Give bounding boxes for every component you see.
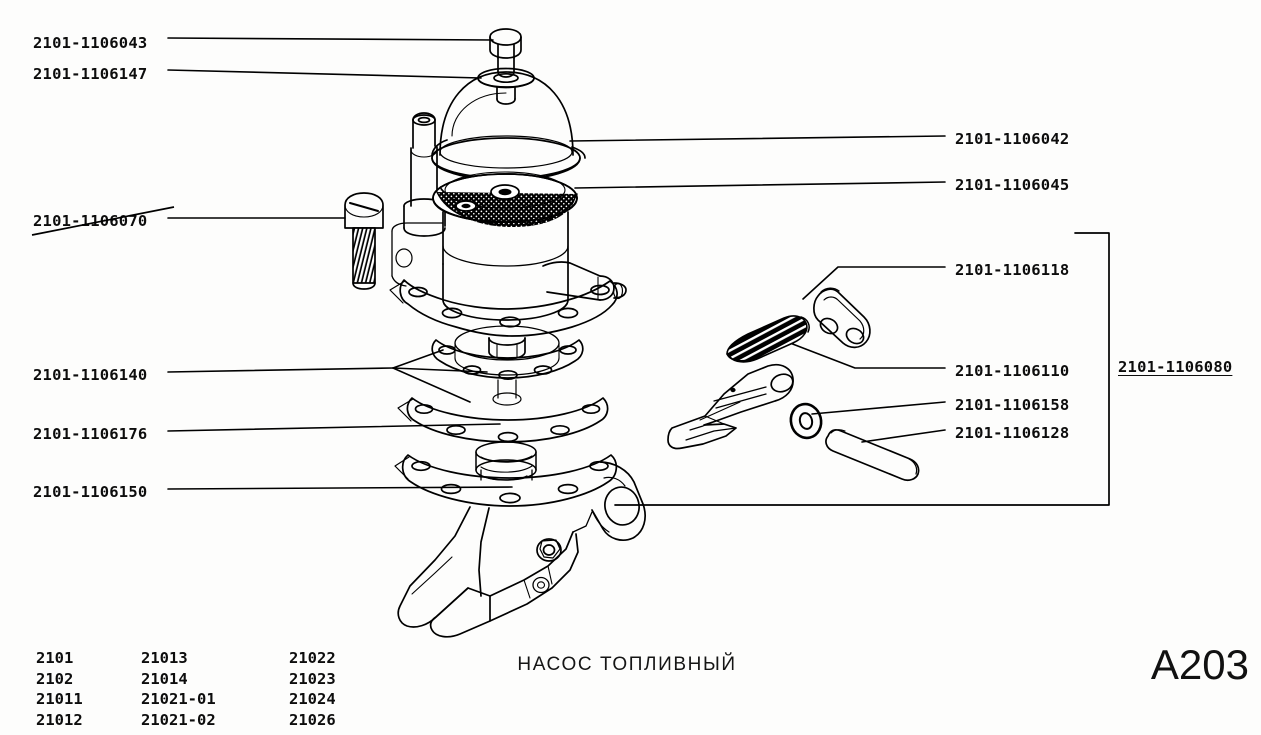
part-pivot-pin-1106128 xyxy=(825,428,920,482)
callout-label-1106176[interactable]: 2101-1106176 xyxy=(33,425,148,443)
part-washer-1106158 xyxy=(789,402,823,440)
callout-label-1106042[interactable]: 2101-1106042 xyxy=(955,130,1070,148)
table-cell: 21013 xyxy=(141,649,188,667)
part-diaphragm-spring xyxy=(475,441,537,481)
leader-lines-right xyxy=(569,135,946,443)
table-cell: 21026 xyxy=(289,710,336,729)
part-inlet-pipe xyxy=(403,112,446,237)
callout-label-1106140[interactable]: 2101-1106140 xyxy=(33,366,148,384)
table-row: 2101 21013 21022 xyxy=(36,648,409,669)
table-cell: 2102 xyxy=(36,669,74,688)
table-cell: 21021-02 xyxy=(141,710,216,729)
table-cell: 21014 xyxy=(141,669,188,688)
part-filter-screen-1106045 xyxy=(432,171,578,228)
table-row: 21012 21021-02 21026 xyxy=(36,710,409,731)
part-screw-1106070 xyxy=(344,192,384,290)
part-upper-body-flange xyxy=(389,222,618,337)
callout-label-1106128[interactable]: 2101-1106128 xyxy=(955,424,1070,442)
callout-label-1106158[interactable]: 2101-1106158 xyxy=(955,396,1070,414)
table-cell: 21023 xyxy=(289,669,336,688)
leader-lines-left xyxy=(167,37,513,490)
part-rocker-arm-1106110 xyxy=(667,363,794,450)
part-diaphragm-stack xyxy=(397,325,609,481)
callout-label-1106150[interactable]: 2101-1106150 xyxy=(33,483,148,501)
table-cell: 2101 xyxy=(36,649,74,667)
applicable-models-table: 2101 21013 21022 2102 21014 21023 21011 … xyxy=(36,648,409,730)
table-cell: 21011 xyxy=(36,690,83,708)
models-table: 2101 21013 21022 2102 21014 21023 21011 … xyxy=(36,648,409,730)
callout-label-1106070[interactable]: 2101-1106070 xyxy=(33,212,148,230)
callout-label-1106118[interactable]: 2101-1106118 xyxy=(955,261,1070,279)
part-rocker-spring xyxy=(726,315,810,363)
callout-label-1106110[interactable]: 2101-1106110 xyxy=(955,362,1070,380)
table-cell: 21024 xyxy=(289,690,336,708)
table-cell: 21022 xyxy=(289,649,336,667)
table-row: 21011 21021-01 21024 xyxy=(36,689,409,710)
table-cell: 21021-01 xyxy=(141,690,216,708)
page-code: A203 xyxy=(1150,641,1249,688)
assembly-bracket xyxy=(614,232,1110,506)
callout-label-assembly-1106080[interactable]: 2101-1106080 xyxy=(1118,358,1233,376)
callout-label-1106147[interactable]: 2101-1106147 xyxy=(33,65,148,83)
part-lower-body-1106150 xyxy=(394,454,646,638)
callout-label-1106043[interactable]: 2101-1106043 xyxy=(33,34,148,52)
table-row: 2102 21014 21023 xyxy=(36,669,409,690)
part-cam-follower-link-1106118 xyxy=(813,287,871,349)
table-cell: 21012 xyxy=(36,710,83,729)
callout-label-1106045[interactable]: 2101-1106045 xyxy=(955,176,1070,194)
models-table-body: 2101 21013 21022 2102 21014 21023 21011 … xyxy=(36,648,409,730)
diagram-caption: НАСОС ТОПЛИВНЫЙ xyxy=(517,654,737,675)
